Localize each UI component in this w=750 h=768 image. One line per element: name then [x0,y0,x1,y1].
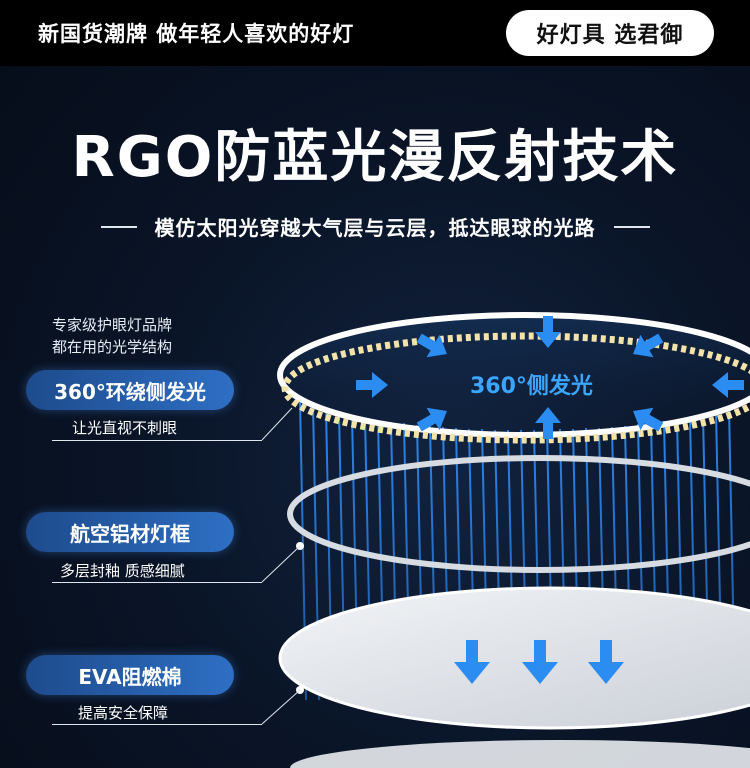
hero-subtitle-row: 模仿太阳光穿越大气层与云层，抵达眼球的光路 [0,212,750,241]
leader-line [261,545,301,583]
leader-line [261,407,293,441]
bottom-disc [290,740,750,768]
eva-disc [278,586,750,730]
led-ring-outer [277,312,750,438]
layer-caption-aluminum: 多层封釉 质感细腻 [60,562,185,580]
arrow-icon [535,316,561,348]
down-arrows [454,640,624,684]
intro-line-2: 都在用的光学结构 [52,338,173,356]
down-arrow-icon [454,640,490,684]
arrow-icon [712,372,744,398]
arrow-icon [416,407,447,432]
caption-underline [52,582,262,583]
layer-label-aluminum: 航空铝材灯框 [26,512,234,552]
top-bar: 新国货潮牌 做年轻人喜欢的好灯 好灯具 选君御 [0,0,750,66]
down-arrow-icon [522,640,558,684]
arrow-icon [535,407,561,439]
arrow-icon [416,333,447,358]
right-dash [613,225,650,228]
caption-underline [52,440,262,441]
brand-pill-button[interactable]: 好灯具 选君御 [506,10,714,56]
caption-underline [52,724,262,725]
hero-title: RGO防蓝光漫反射技术 [71,125,679,190]
leader-line [261,689,301,725]
side-light-arrows [356,316,744,439]
hero-subtitle: 模仿太阳光穿越大气层与云层，抵达眼球的光路 [154,216,596,240]
intro-text: 专家级护眼灯品牌 都在用的光学结构 [52,314,172,358]
aluminum-frame-ring [287,455,750,573]
arrow-icon [633,407,664,432]
arrow-icon [633,333,664,358]
left-dash [100,225,137,228]
intro-line-1: 专家级护眼灯品牌 [52,316,173,334]
brand-slogan: 新国货潮牌 做年轻人喜欢的好灯 [38,22,355,46]
layer-label-eva: EVA阻燃棉 [26,655,234,695]
layer-caption-side-light: 让光直视不刺眼 [72,419,178,437]
layer-caption-eva: 提高安全保障 [78,704,169,722]
arrow-icon [356,372,388,398]
led-strip [281,332,750,444]
down-arrow-icon [588,640,624,684]
ring-label: 360°侧发光 [470,374,593,399]
layer-label-side-light: 360°环绕侧发光 [26,370,234,410]
